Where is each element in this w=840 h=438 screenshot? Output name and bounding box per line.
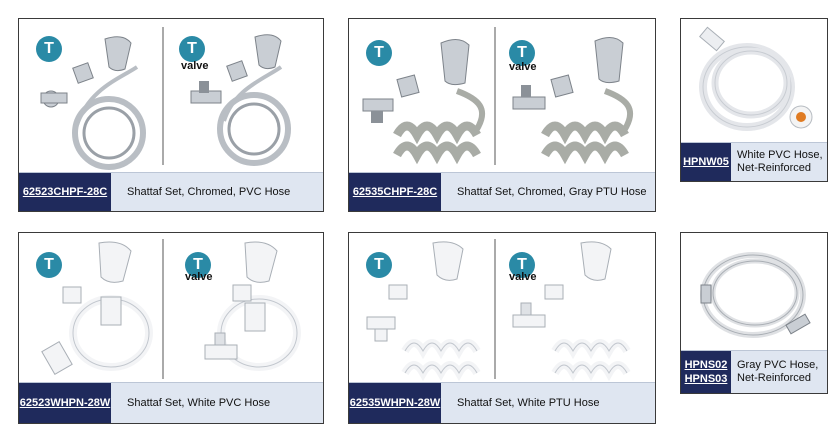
t-valve-badge: T (179, 36, 205, 62)
product-description: White PVC Hose, Net-Reinforced (737, 143, 823, 181)
product-footer: HPNW05 White PVC Hose, Net-Reinforced (681, 142, 827, 181)
valve-label: valve (509, 271, 537, 283)
product-code: 62523CHPF-28C (19, 173, 111, 211)
t-valve-badge: T (509, 40, 535, 66)
product-card-62523WHPN: T T valve 62523WHPN-28W Shattaf Set, Whi… (18, 232, 324, 424)
description-line: Gray PVC Hose, (737, 359, 819, 371)
product-card-HPNW05: HPNW05 White PVC Hose, Net-Reinforced (680, 18, 828, 182)
valve-label: valve (185, 271, 213, 283)
description-line: White PVC Hose, (737, 149, 823, 161)
product-description: Shattaf Set, Chromed, PVC Hose (127, 185, 291, 198)
product-description: Shattaf Set, White PVC Hose (127, 396, 271, 409)
product-code: 62523WHPN-28W (19, 383, 111, 423)
product-card-62535CHPF: T T valve 62535CHPF-28C Shattaf Set, Chr… (348, 18, 656, 212)
gray-hose-illustration (700, 252, 811, 338)
product-code: HPNS02 HPNS03 (681, 351, 731, 393)
t-valve-badge: T (509, 252, 535, 278)
product-description: Shattaf Set, Chromed, Gray PTU Hose (457, 185, 647, 198)
product-code-line: HPNS03 (684, 373, 728, 385)
white-hose-illustration (699, 26, 813, 131)
product-code-line: HPNS02 (684, 359, 728, 371)
product-photo (19, 233, 323, 385)
product-card-62523CHPF: T T valve 62523CHPF-28C Shattaf Set, Chr… (18, 18, 324, 212)
product-footer: 62523CHPF-28C Shattaf Set, Chromed, PVC … (19, 172, 323, 211)
product-photo (681, 233, 827, 353)
chrome-pvc-set-illustration (40, 27, 291, 170)
product-photo (19, 19, 323, 173)
t-connector-badge: T (366, 252, 392, 278)
product-footer: HPNS02 HPNS03 Gray PVC Hose, Net-Reinfor… (681, 350, 827, 393)
valve-label: valve (181, 60, 209, 72)
product-photo (681, 19, 827, 143)
product-code: 62535CHPF-28C (349, 173, 441, 211)
product-code: 62535WHPN-28W (349, 383, 441, 423)
product-description: Shattaf Set, White PTU Hose (457, 396, 600, 409)
t-connector-badge: T (36, 36, 62, 62)
product-footer: 62523WHPN-28W Shattaf Set, White PVC Hos… (19, 382, 323, 423)
t-valve-badge: T (185, 252, 211, 278)
white-pvc-set-illustration (41, 239, 301, 379)
product-description: Gray PVC Hose, Net-Reinforced (737, 351, 818, 393)
valve-label: valve (509, 61, 537, 73)
chrome-gray-coil-set-illustration (362, 27, 634, 165)
description-line: Net-Reinforced (737, 372, 811, 384)
description-line: Net-Reinforced (737, 162, 811, 174)
product-card-HPNS02-HPNS03: HPNS02 HPNS03 Gray PVC Hose, Net-Reinfor… (680, 232, 828, 394)
product-photo (349, 19, 655, 173)
product-code: HPNW05 (681, 143, 731, 181)
product-footer: 62535WHPN-28W Shattaf Set, White PTU Hos… (349, 382, 655, 423)
white-coil-set-illustration (366, 239, 631, 382)
t-connector-badge: T (36, 252, 62, 278)
product-footer: 62535CHPF-28C Shattaf Set, Chromed, Gray… (349, 172, 655, 211)
t-connector-badge: T (366, 40, 392, 66)
product-card-62535WHPN: T T valve 62535WHPN-28W Shattaf Set, Whi… (348, 232, 656, 424)
product-photo (349, 233, 655, 385)
